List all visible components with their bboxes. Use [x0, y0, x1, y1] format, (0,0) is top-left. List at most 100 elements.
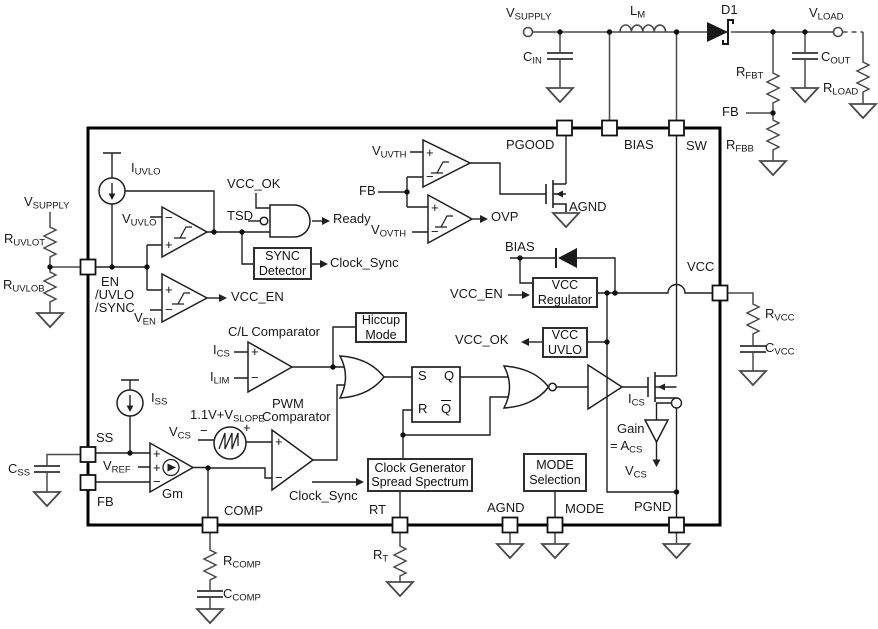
latch-q: Q	[444, 368, 455, 383]
arrow-vcc-ok-out	[521, 338, 529, 346]
pin-comp	[201, 516, 219, 534]
latch-s: S	[418, 368, 427, 383]
block-vcc-uvlo-line: UVLO	[547, 342, 583, 357]
pgood-mosfet	[545, 180, 567, 212]
gate-driver	[587, 363, 624, 411]
label-sync-pin: /SYNC	[95, 300, 135, 315]
resistor-rfbb	[766, 117, 780, 153]
label-en-pin: EN	[101, 274, 120, 289]
block-vcc-uvlo-line: VCC	[551, 328, 579, 342]
comparator-vuvth	[422, 138, 472, 189]
label-r-fbt: RFBT	[736, 64, 764, 82]
net-gm	[95, 452, 272, 518]
label-v-ovth: VOVTH	[371, 222, 407, 240]
label-ovp: OVP	[491, 209, 519, 224]
comparator-pwm	[271, 428, 315, 492]
sign-sum-minus: −	[200, 423, 208, 438]
net-pin-drops	[608, 32, 678, 121]
arrow-vcs-down	[652, 459, 661, 467]
label-v-cs-sum: VCS	[169, 424, 191, 442]
label-fb-mid: FB	[359, 183, 376, 198]
net-vcc-internal-rail	[606, 293, 677, 493]
block-vcc-regulator-line: VCC	[551, 278, 579, 292]
pin-vcc	[711, 284, 729, 302]
resistor-rvcc	[746, 301, 760, 337]
sign-ven-minus: −	[165, 302, 173, 317]
block-hiccup-mode-line: Hiccup	[361, 313, 401, 327]
label-fb-right: FB	[722, 104, 739, 119]
net-css	[46, 453, 81, 492]
net-fb-comparators	[378, 151, 428, 233]
block-hiccup-mode-line: Mode	[365, 327, 397, 342]
or-gate	[338, 355, 385, 399]
label-c-out: COUT	[821, 49, 851, 67]
inductor-lm	[619, 24, 667, 33]
label-vcc-en-out: VCC_EN	[231, 289, 284, 304]
label-r-t: RT	[373, 547, 389, 565]
sign-vuvlo-minus: −	[165, 210, 173, 225]
net-slope-sum	[198, 439, 272, 443]
net-pgood-gate	[470, 162, 546, 195]
label-pgnd-pin: PGND	[634, 499, 672, 514]
arrowheads	[219, 215, 661, 486]
arrow-clock-sync-out	[320, 260, 328, 268]
capacitor-css	[33, 465, 61, 473]
block-mode-selection-line: MODE	[536, 458, 574, 472]
block-clock-generator-line: Clock Generator	[374, 460, 466, 475]
sign-gm-plus2: +	[153, 460, 161, 475]
label-slope: 1.1V+VSLOPE	[190, 407, 265, 425]
label-r-fbb: RFBB	[726, 137, 754, 155]
label-c-ss: CSS	[8, 461, 31, 479]
net-cl-comparator	[234, 326, 355, 379]
sign-cl-plus: +	[251, 344, 259, 359]
resistor-rcomp	[203, 547, 217, 583]
label-i-uvlo: IUVLO	[131, 160, 161, 178]
label-r-comp: RCOMP	[223, 553, 261, 571]
label-rt-pin: RT	[369, 502, 387, 517]
block-clock-generator-line: Spread Spectrum	[371, 475, 469, 489]
label-i-cs-right: ICS	[628, 391, 645, 409]
block-sync-detector-line: SYNC	[265, 249, 300, 263]
label-bias-pin: BIAS	[624, 137, 654, 152]
nor-gate	[502, 365, 550, 409]
label-clock-sync-out: Clock_Sync	[330, 255, 399, 270]
latch-r: R	[418, 401, 428, 416]
arrow-ovp	[480, 215, 488, 223]
label-v-ref: VREF	[103, 458, 131, 476]
slope-sum-node	[213, 426, 247, 460]
sign-uvth-plus: +	[426, 145, 434, 160]
label-comp-pin: COMP	[224, 503, 263, 518]
pin-pgood	[556, 119, 573, 137]
label-mode-pin: MODE	[565, 501, 604, 516]
label-vcc-en-in: VCC_EN	[450, 286, 503, 301]
label-pwm-2: Comparator	[262, 409, 331, 424]
tsd-invert-bubble	[259, 216, 269, 226]
arrow-clock-sync-in	[356, 478, 364, 486]
net-pwm-out	[313, 384, 348, 461]
pin-sw	[668, 119, 685, 137]
label-i-lim: ILIM	[210, 369, 230, 387]
label-vcc-ok-top: VCC_OK	[227, 176, 281, 191]
label-c-in: CIN	[523, 49, 542, 67]
label-c-vcc: CVCC	[765, 340, 795, 358]
label-r-vcc: RVCC	[765, 306, 795, 324]
inner-wires	[95, 135, 713, 518]
arrow-vcc-en-out	[219, 294, 227, 302]
capacitor-cin	[546, 52, 574, 60]
label-v-load: VLOAD	[809, 5, 844, 23]
pin-en	[79, 258, 97, 276]
comparator-vuvlo	[161, 205, 209, 259]
gm-current-symbol	[162, 458, 180, 477]
net-gain	[655, 402, 672, 460]
label-v-en: VEN	[134, 310, 156, 328]
label-vcc-ok-out: VCC_OK	[455, 332, 509, 347]
arrow-ready	[322, 217, 330, 225]
cs-gain-amp	[643, 419, 670, 444]
label-vcc-pin: VCC	[687, 259, 715, 274]
